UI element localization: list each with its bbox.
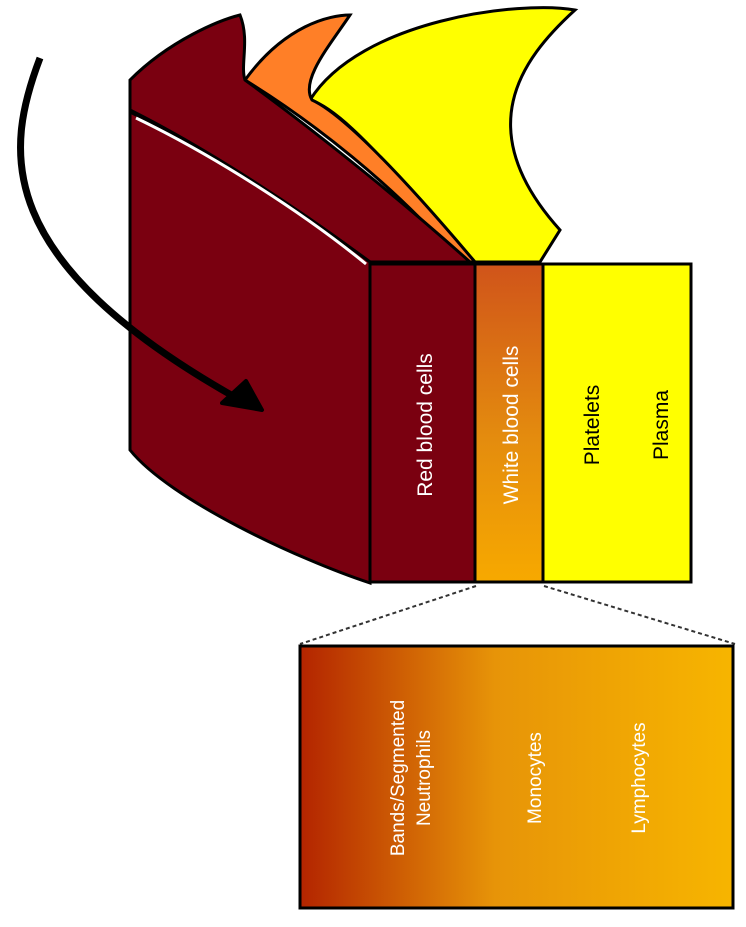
flow-arrow — [17, 56, 242, 404]
neutrophils-label-line2: Neutrophils — [414, 730, 435, 826]
arrow-head-icon — [220, 379, 264, 412]
orange-band-top — [242, 13, 479, 264]
platelets-label: Platelets — [581, 385, 604, 466]
wbc-detail-inset: Bands/Segmented Neutrophils Monocytes Ly… — [298, 644, 735, 910]
inset-box — [298, 644, 735, 910]
plasma-label: Plasma — [650, 390, 673, 460]
side-highlight-edge — [135, 116, 367, 266]
lymphocytes-label: Lymphocytes — [629, 722, 650, 833]
plasma-layer — [541, 262, 693, 584]
cross-section-front: Red blood cells White blood cells Platel… — [368, 262, 693, 584]
rbc-label: Red blood cells — [414, 353, 437, 497]
wbc-layer — [473, 262, 545, 584]
monocytes-label: Monocytes — [525, 732, 546, 824]
zoom-line-left — [299, 585, 477, 645]
curved-top-bands — [128, 6, 579, 264]
wbc-label: White blood cells — [500, 346, 523, 505]
zoom-line-right — [543, 585, 736, 645]
neutrophils-label-line1: Bands/Segmented — [388, 700, 409, 856]
